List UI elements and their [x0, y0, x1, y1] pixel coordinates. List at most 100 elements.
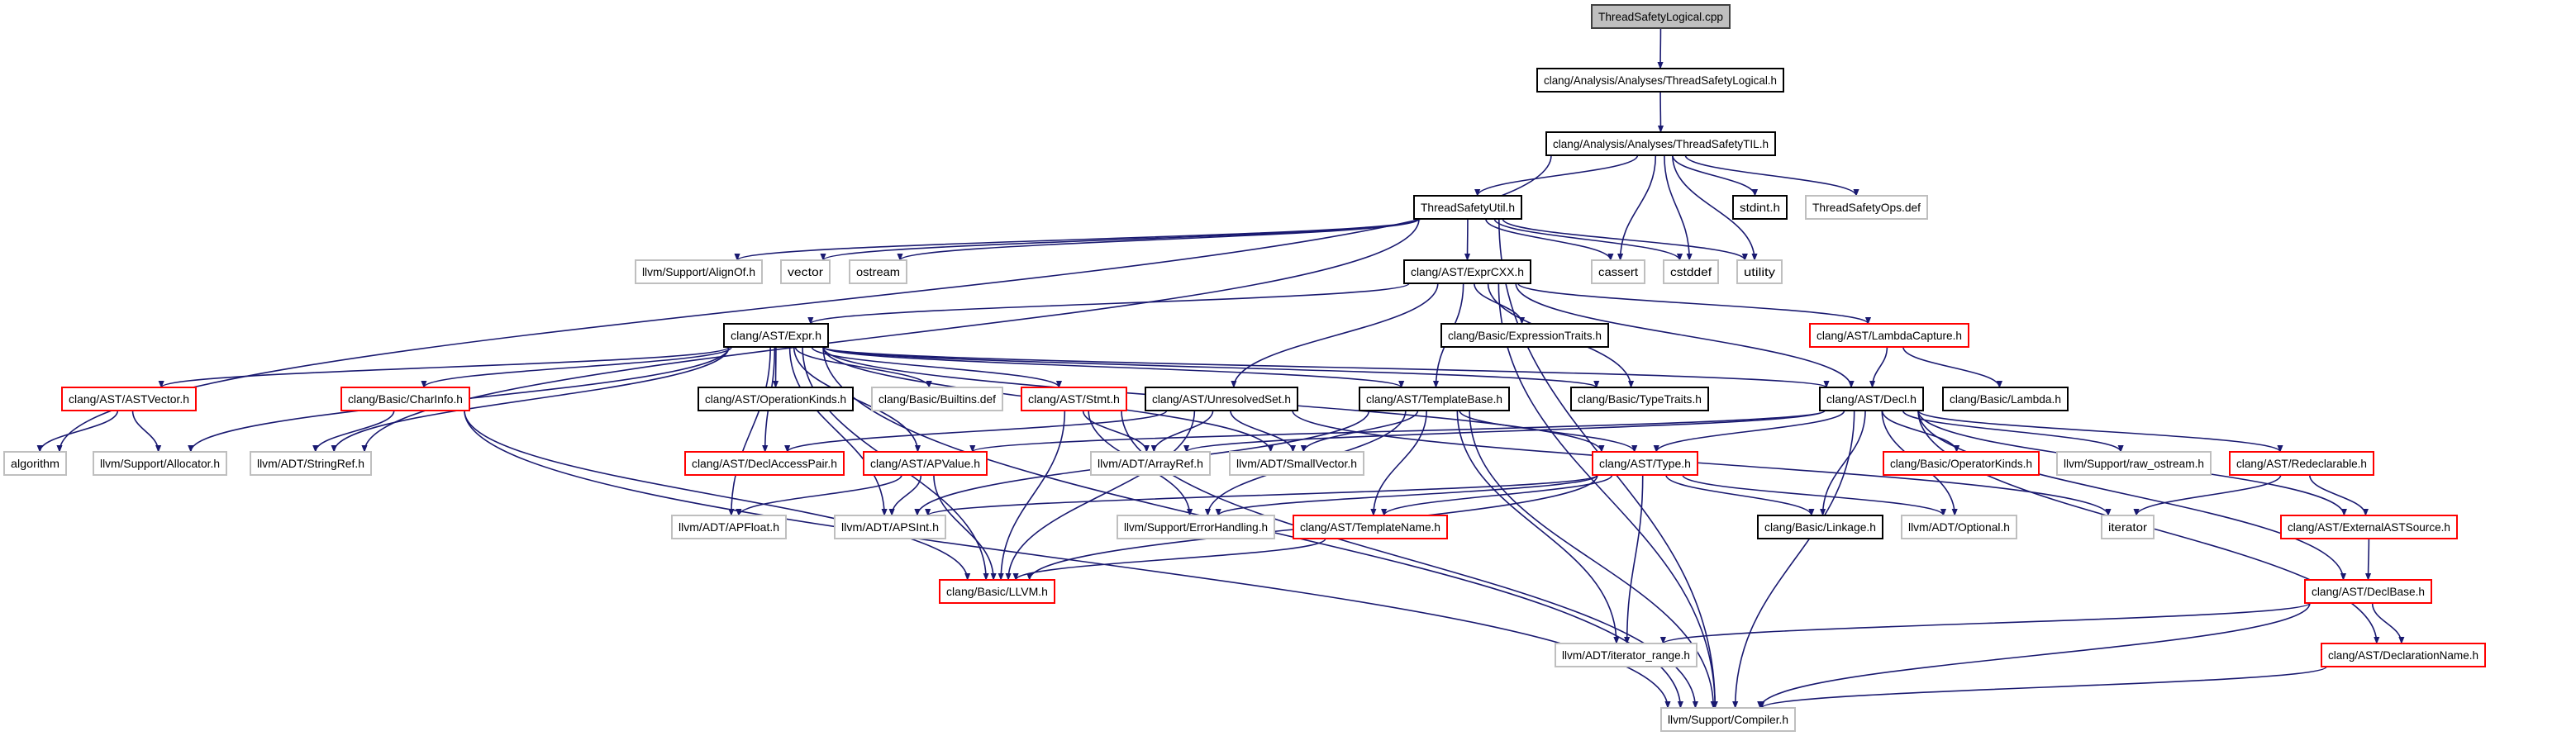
node-declaccesspair_h[interactable]: clang/AST/DeclAccessPair.h	[684, 451, 845, 476]
node-label[interactable]: clang/Basic/ExpressionTraits.h	[1448, 329, 1602, 342]
node-label: llvm/Support/AlignOf.h	[642, 265, 755, 278]
node-box[interactable]	[1413, 195, 1522, 220]
node-expr_h[interactable]: clang/AST/Expr.h	[723, 323, 829, 348]
node-box[interactable]	[1440, 323, 1609, 348]
node-lambda_h[interactable]: clang/Basic/Lambda.h	[1942, 387, 2069, 411]
node-box[interactable]	[2280, 515, 2458, 539]
node-label[interactable]: clang/AST/LambdaCapture.h	[1817, 329, 1962, 342]
node-box[interactable]	[1819, 387, 1924, 411]
node-label[interactable]: stdint.h	[1740, 201, 1780, 214]
node-box[interactable]	[1145, 387, 1298, 411]
node-box[interactable]	[2304, 579, 2432, 604]
node-label[interactable]: clang/AST/DeclarationName.h	[2328, 648, 2478, 662]
node-declarationname_h[interactable]: clang/AST/DeclarationName.h	[2321, 643, 2486, 667]
node-redeclarable_h[interactable]: clang/AST/Redeclarable.h	[2229, 451, 2374, 476]
edge-declbase_h-to-declarationname_h	[2371, 602, 2405, 644]
node-label[interactable]: clang/AST/Type.h	[1599, 457, 1691, 470]
node-llvm_h[interactable]: clang/Basic/LLVM.h	[939, 579, 1055, 604]
node-box[interactable]	[340, 387, 470, 411]
node-box[interactable]	[684, 451, 845, 476]
node-stmt_h[interactable]: clang/AST/Stmt.h	[1021, 387, 1127, 411]
node-label[interactable]: clang/AST/ExprCXX.h	[1411, 265, 1524, 278]
edge-unresolvedset_h-to-smallvector_h	[1230, 410, 1297, 453]
node-operatorkinds_h[interactable]: clang/Basic/OperatorKinds.h	[1883, 451, 2040, 476]
node-unresolvedset_h[interactable]: clang/AST/UnresolvedSet.h	[1145, 387, 1298, 411]
node-label[interactable]: clang/AST/DeclBase.h	[2312, 585, 2425, 598]
node-type_h[interactable]: clang/AST/Type.h	[1592, 451, 1698, 476]
node-box[interactable]	[1757, 515, 1883, 539]
node-typetraits_h[interactable]: clang/Basic/TypeTraits.h	[1570, 387, 1709, 411]
node-box[interactable]	[61, 387, 197, 411]
node-box[interactable]	[1809, 323, 1969, 348]
node-box[interactable]	[2321, 643, 2486, 667]
edge-exprcxx_h-to-compiler_h	[1498, 283, 1718, 709]
node-astvector_h[interactable]: clang/AST/ASTVector.h	[61, 387, 197, 411]
node-box[interactable]	[1021, 387, 1127, 411]
node-label[interactable]: clang/AST/ASTVector.h	[69, 392, 189, 406]
edge-decl_h-to-type_h	[1653, 410, 1845, 453]
edge-exprcxx_h-to-expr_h	[807, 283, 1410, 325]
node-box	[2056, 451, 2212, 476]
node-box[interactable]	[1545, 131, 1776, 156]
node-label[interactable]: clang/AST/DeclAccessPair.h	[692, 457, 837, 470]
node-arrayref_h: llvm/ADT/ArrayRef.h	[1090, 451, 1211, 476]
node-box[interactable]	[1732, 195, 1788, 220]
edge-til_h-to-ops_def	[1684, 154, 1859, 197]
node-label[interactable]: clang/Basic/Linkage.h	[1764, 520, 1876, 534]
edge-declbase_h-to-compiler_h	[1757, 602, 2311, 709]
node-label[interactable]: clang/AST/Stmt.h	[1028, 392, 1120, 406]
node-label[interactable]: clang/AST/OperationKinds.h	[705, 392, 846, 406]
node-box	[849, 259, 907, 284]
node-box[interactable]	[1592, 451, 1698, 476]
node-box[interactable]	[2229, 451, 2374, 476]
node-label[interactable]: clang/AST/UnresolvedSet.h	[1152, 392, 1291, 406]
node-linkage_h[interactable]: clang/Basic/Linkage.h	[1757, 515, 1883, 539]
node-util_h[interactable]: ThreadSafetyUtil.h	[1413, 195, 1522, 220]
node-label[interactable]: clang/Basic/CharInfo.h	[348, 392, 463, 406]
edge-type_h-to-optional_h	[1682, 474, 1946, 516]
node-label[interactable]: clang/AST/Decl.h	[1826, 392, 1917, 406]
node-label[interactable]: clang/AST/TemplateName.h	[1300, 520, 1440, 534]
node-label[interactable]: clang/Basic/Lambda.h	[1950, 392, 2061, 406]
node-box[interactable]	[698, 387, 854, 411]
node-box[interactable]	[1570, 387, 1709, 411]
node-box[interactable]	[1942, 387, 2069, 411]
node-declbase_h[interactable]: clang/AST/DeclBase.h	[2304, 579, 2432, 604]
edge-type_h-to-templatename_h	[1381, 474, 1613, 516]
node-box[interactable]	[863, 451, 988, 476]
node-box	[1901, 515, 2017, 539]
node-lambdacapture_h[interactable]: clang/AST/LambdaCapture.h	[1809, 323, 1969, 348]
node-decl_h[interactable]: clang/AST/Decl.h	[1819, 387, 1924, 411]
node-box[interactable]	[1293, 515, 1448, 539]
edge-expr_h-to-astvector_h	[158, 346, 730, 388]
node-exprcxx_h[interactable]: clang/AST/ExprCXX.h	[1403, 259, 1531, 284]
node-til_h[interactable]: clang/Analysis/Analyses/ThreadSafetyTIL.…	[1545, 131, 1776, 156]
node-box[interactable]	[939, 579, 1055, 604]
node-label[interactable]: clang/AST/APValue.h	[870, 457, 980, 470]
node-exprtraits_h[interactable]: clang/Basic/ExpressionTraits.h	[1440, 323, 1609, 348]
node-label[interactable]: clang/AST/TemplateBase.h	[1366, 392, 1502, 406]
node-box[interactable]	[1359, 387, 1510, 411]
node-label: ostream	[856, 265, 900, 278]
node-label[interactable]: clang/Basic/LLVM.h	[946, 585, 1048, 598]
node-label[interactable]: ThreadSafetyUtil.h	[1421, 201, 1515, 214]
node-externalastsource_h[interactable]: clang/AST/ExternalASTSource.h	[2280, 515, 2458, 539]
node-label[interactable]: clang/AST/ExternalASTSource.h	[2288, 520, 2450, 534]
node-stdint_h[interactable]: stdint.h	[1732, 195, 1788, 220]
node-templatename_h[interactable]: clang/AST/TemplateName.h	[1293, 515, 1448, 539]
node-logical_h[interactable]: clang/Analysis/Analyses/ThreadSafetyLogi…	[1536, 68, 1784, 93]
node-box[interactable]	[1536, 68, 1784, 93]
node-charinfo_h[interactable]: clang/Basic/CharInfo.h	[340, 387, 470, 411]
node-label[interactable]: clang/Analysis/Analyses/ThreadSafetyTIL.…	[1553, 137, 1769, 150]
node-box[interactable]	[1403, 259, 1531, 284]
node-label[interactable]: clang/Basic/OperatorKinds.h	[1890, 457, 2032, 470]
node-box[interactable]	[1883, 451, 2040, 476]
node-box[interactable]	[723, 323, 829, 348]
node-label[interactable]: clang/Analysis/Analyses/ThreadSafetyLogi…	[1544, 74, 1777, 87]
node-label[interactable]: clang/AST/Redeclarable.h	[2236, 457, 2367, 470]
node-label[interactable]: clang/AST/Expr.h	[731, 329, 821, 342]
node-operationkinds_h[interactable]: clang/AST/OperationKinds.h	[698, 387, 854, 411]
node-label[interactable]: clang/Basic/TypeTraits.h	[1578, 392, 1702, 406]
node-apvalue_h[interactable]: clang/AST/APValue.h	[863, 451, 988, 476]
node-templatebase_h[interactable]: clang/AST/TemplateBase.h	[1359, 387, 1510, 411]
